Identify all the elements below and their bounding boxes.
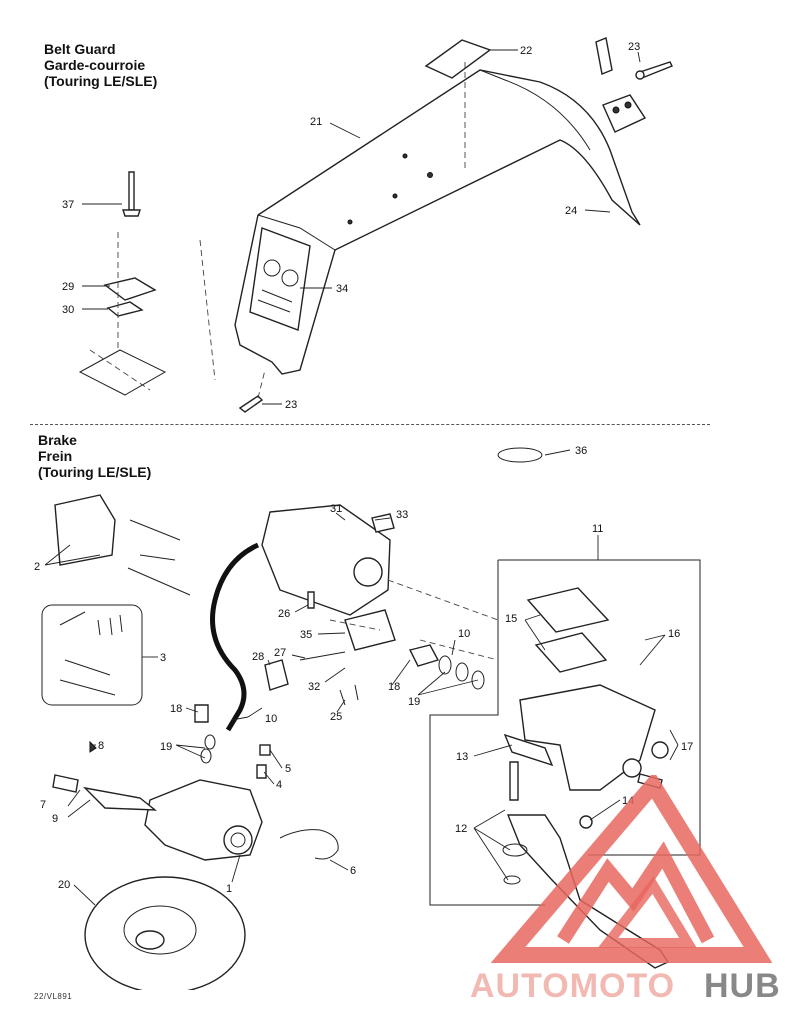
brake-switch (344, 609, 396, 651)
cable-tie (497, 447, 543, 463)
caliper-bracket (82, 786, 158, 811)
brake-title-line: Frein (38, 448, 73, 464)
callout-17: 17 (681, 741, 693, 753)
rivet (639, 61, 673, 79)
piston-assembly (503, 733, 554, 767)
callout-7: 7 (40, 799, 46, 811)
pivot-bolt (637, 773, 663, 789)
callout-37: 37 (62, 199, 74, 211)
callout-14: 14 (622, 795, 634, 807)
callout-6: 6 (350, 865, 356, 877)
rivet-tool (595, 37, 613, 75)
clip-screws (339, 684, 359, 706)
callout-32: 32 (308, 681, 320, 693)
caliper-bolt (52, 774, 79, 793)
callout-33: 33 (396, 509, 408, 521)
callout-18: 18 (170, 703, 182, 715)
callout-19: 19 (408, 696, 420, 708)
callout-35: 35 (300, 629, 312, 641)
callout-3: 3 (160, 652, 166, 664)
pivot-pin (509, 761, 519, 801)
callout-5: 5 (285, 763, 291, 775)
callout-30: 30 (62, 304, 74, 316)
callout-13: 13 (456, 751, 468, 763)
belt-guard-title: Belt Guard Garde-courroie (Touring LE/SL… (44, 41, 157, 89)
belt-guard-title-line: Garde-courroie (44, 57, 146, 73)
bolt (128, 171, 135, 211)
banjo-bolt (408, 644, 440, 667)
warning-decal (249, 227, 311, 331)
callout-1: 1 (226, 883, 232, 895)
callout-31: 31 (330, 503, 342, 515)
rivet (238, 395, 264, 413)
callout-24: 24 (565, 205, 577, 217)
belt-guard-title-line: Belt Guard (44, 41, 116, 57)
callout-15: 15 (505, 613, 517, 625)
callout-27: 27 (274, 647, 286, 659)
mounting-surface (78, 349, 167, 396)
lock-nut (579, 815, 593, 829)
reservoir-cover (526, 587, 610, 633)
retaining-clip (89, 740, 97, 753)
belt-guard-title-line: (Touring LE/SLE) (44, 73, 158, 89)
mounting-bracket (103, 277, 157, 301)
brake-title: Brake Frein (Touring LE/SLE) (38, 432, 151, 480)
belt-guard-drawing: 22 23 21 24 37 34 29 30 23 (62, 37, 673, 413)
reservoir-diaphragm (534, 632, 608, 673)
callout-23: 23 (628, 41, 640, 53)
brake-title-line: Brake (38, 432, 77, 448)
callout-10: 10 (265, 713, 277, 725)
callout-34: 34 (336, 283, 348, 295)
brake-rotor (84, 876, 246, 990)
callout-4: 4 (276, 779, 282, 791)
brake-pad-wire (279, 829, 339, 860)
drawing-code: 22/VL891 (34, 992, 73, 1001)
callout-25: 25 (330, 711, 342, 723)
callout-26: 26 (278, 608, 290, 620)
callout-10: 10 (458, 628, 470, 640)
lever-pivot-bushing (651, 741, 669, 759)
grommet (264, 659, 289, 691)
callout-12: 12 (455, 823, 467, 835)
callout-19: 19 (160, 741, 172, 753)
callout-9: 9 (52, 813, 58, 825)
brake-drawing: 36 31 33 11 2 26 10 15 16 35 3 28 27 32 … (34, 445, 701, 990)
hardware-kit-box (41, 604, 143, 706)
belt-guard-body (234, 69, 641, 375)
callout-18: 18 (388, 681, 400, 693)
callout-29: 29 (62, 281, 74, 293)
callout-36: 36 (575, 445, 587, 457)
brake-hose (210, 542, 260, 732)
switch-wire (299, 651, 346, 661)
callout-16: 16 (668, 628, 680, 640)
brake-title-line: (Touring LE/SLE) (38, 464, 152, 480)
lever-housing (261, 504, 391, 616)
callout-2: 2 (34, 561, 40, 573)
callout-23: 23 (285, 399, 297, 411)
guard-bracket (602, 94, 647, 133)
pin-bracket (54, 494, 116, 566)
section-divider (30, 424, 710, 425)
callout-21: 21 (310, 116, 322, 128)
spacer-plate (106, 301, 144, 317)
bleeder-screw (256, 764, 267, 779)
callout-11: 11 (592, 523, 603, 535)
pressure-switch (307, 591, 315, 609)
brake-lever (506, 814, 670, 969)
callout-22: 22 (520, 45, 532, 57)
callout-28: 28 (252, 651, 264, 663)
housing-decal (371, 513, 395, 533)
bleeder-cap (259, 744, 271, 756)
callout-20: 20 (58, 879, 70, 891)
callout-8: 8 (98, 740, 104, 752)
